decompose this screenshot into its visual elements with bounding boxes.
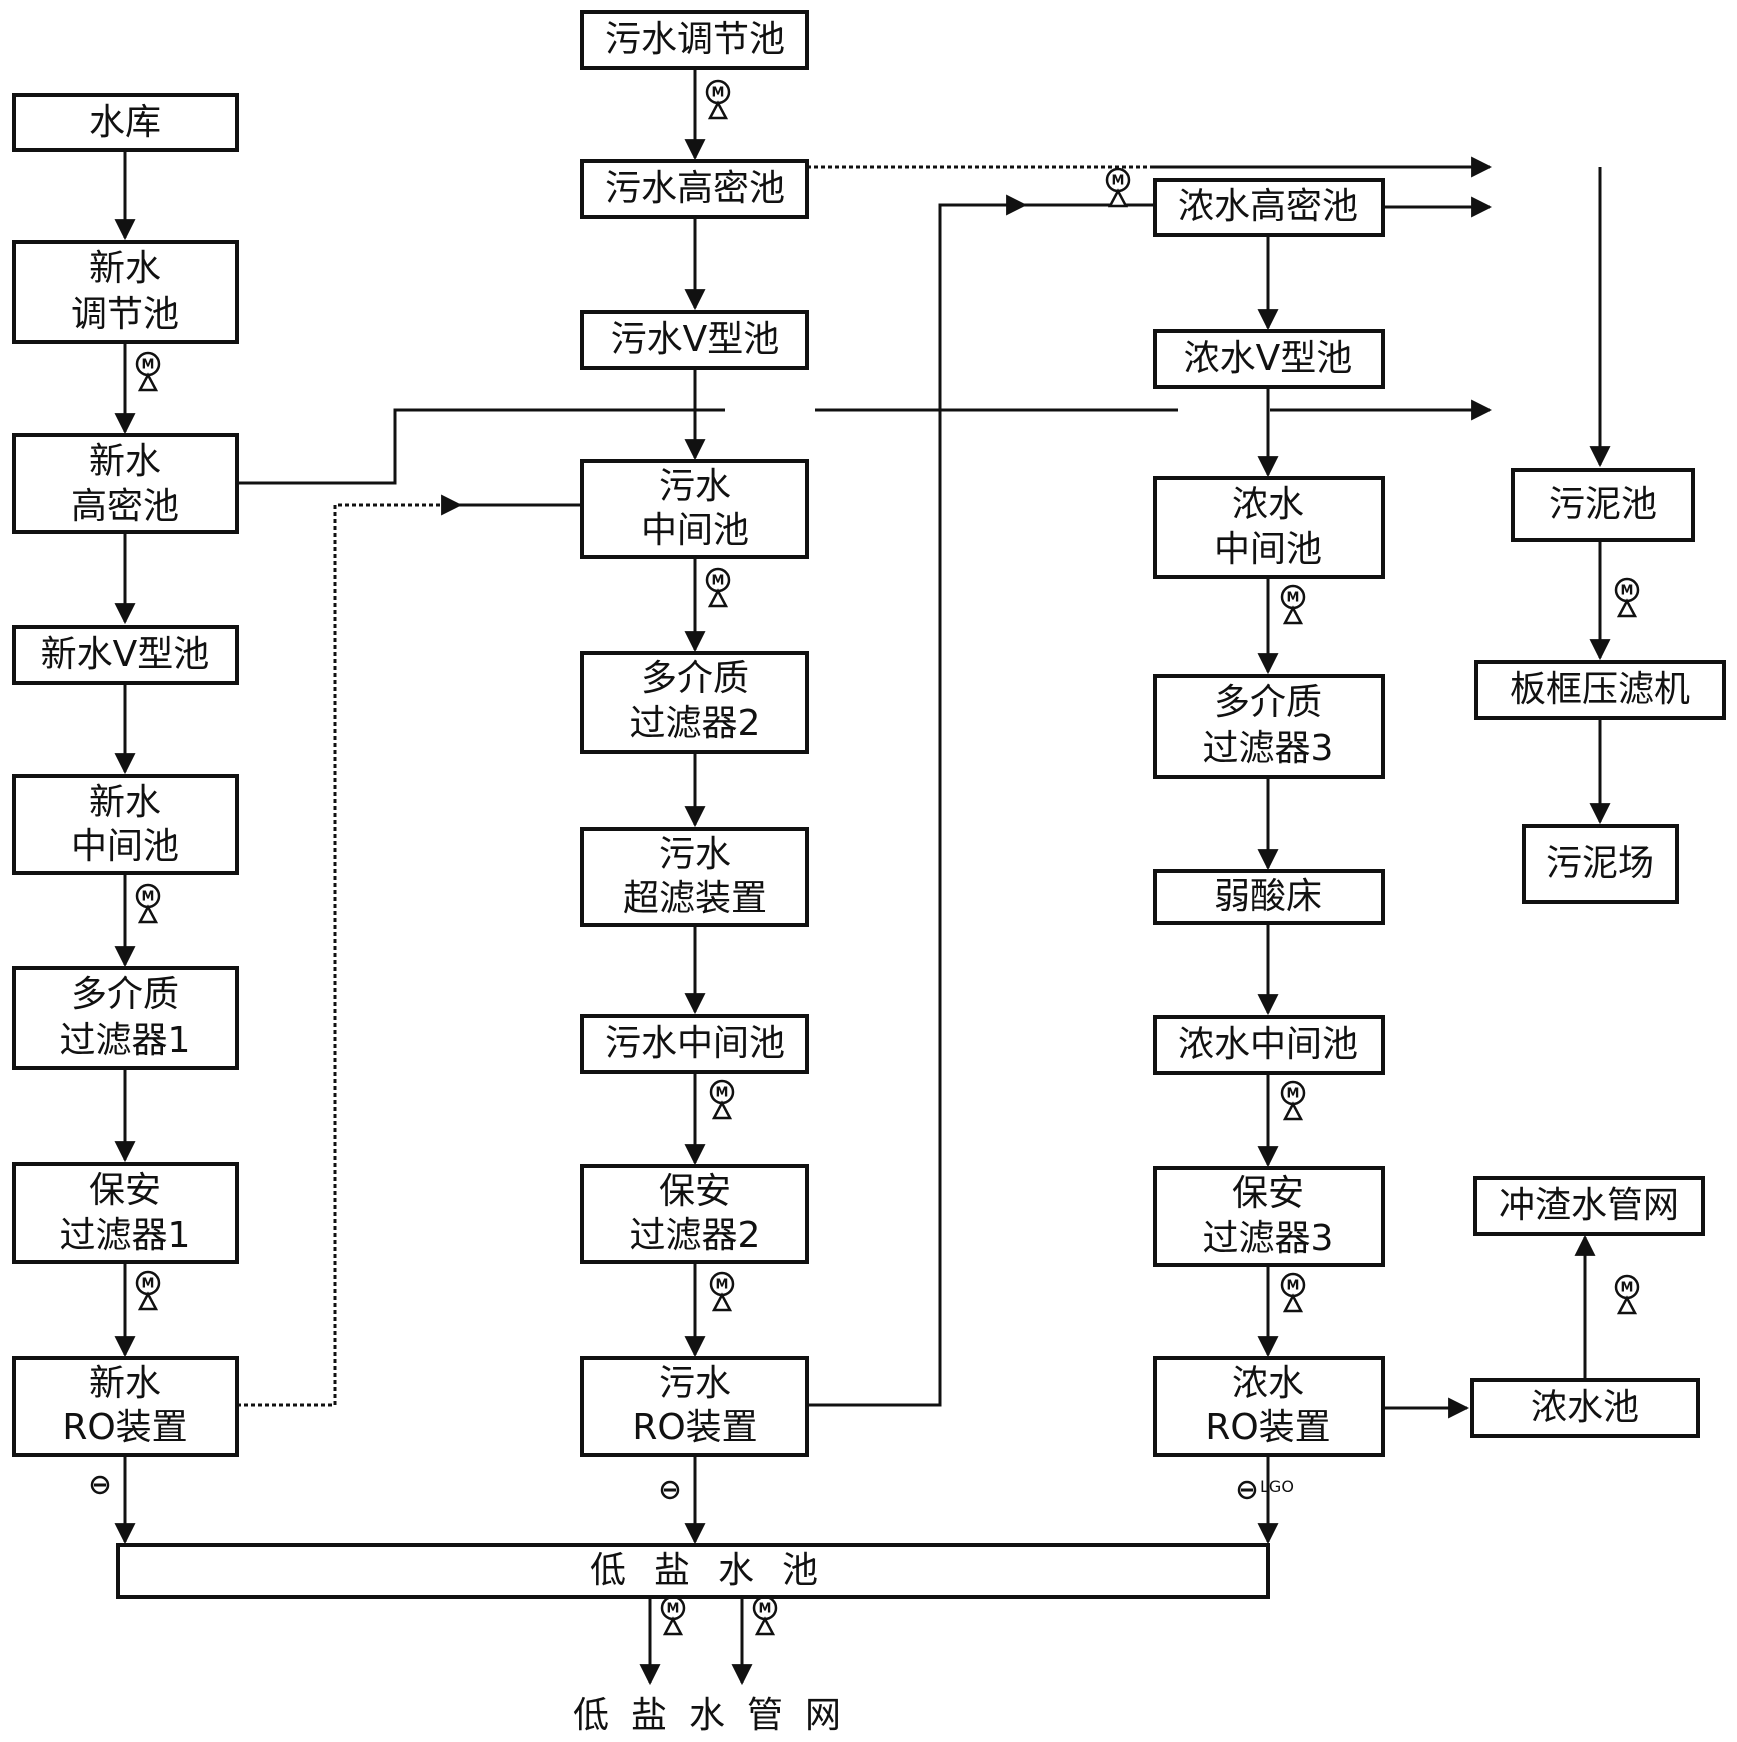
node-reservoir: 水库 <box>89 102 161 143</box>
pump-icon <box>135 883 161 924</box>
pump-icon <box>709 1079 735 1120</box>
node-conc-ro-line2: RO装置 <box>1205 1407 1330 1448</box>
node-sf3-line1: 保安 <box>1232 1173 1304 1214</box>
node-fresh-mid-line2: 中间池 <box>71 826 179 867</box>
node-sf1-line2: 过滤器1 <box>60 1215 191 1256</box>
node-sf1-line1: 保安 <box>89 1170 161 1211</box>
node-sewage-mid-line2: 中间池 <box>641 510 749 551</box>
node-fresh-hd-line2: 高密池 <box>71 486 179 527</box>
node-fresh-regulating-line2: 调节池 <box>71 294 179 335</box>
meter-tag: LGO <box>1260 1477 1294 1496</box>
pump-icon <box>1614 1274 1640 1315</box>
node-fresh-mid-line1: 新水 <box>89 782 161 823</box>
node-filter-press: 板框压滤机 <box>1510 669 1690 710</box>
pump-icon <box>1280 584 1306 625</box>
pump-icon <box>660 1595 686 1636</box>
node-mmf2-line2: 过滤器2 <box>630 703 761 744</box>
node-fresh-regulating-line1: 新水 <box>89 248 161 289</box>
node-mmf3-line1: 多介质 <box>1214 682 1322 723</box>
pump-icon <box>705 79 731 120</box>
pump-icon <box>752 1595 778 1636</box>
pump-icon <box>1105 167 1131 208</box>
node-sf2-line2: 过滤器2 <box>630 1215 761 1256</box>
node-sf3-line2: 过滤器3 <box>1203 1218 1334 1259</box>
node-slag-network: 冲渣水管网 <box>1499 1185 1679 1226</box>
node-sewage-hd: 污水高密池 <box>605 168 785 209</box>
node-uf-line2: 超滤装置 <box>623 878 767 919</box>
node-conc-ro-line1: 浓水 <box>1232 1363 1304 1404</box>
pipe-fresh-ro-concentrate <box>237 494 463 1407</box>
pump-icon <box>1280 1272 1306 1313</box>
node-weak-acid: 弱酸床 <box>1214 876 1322 917</box>
node-mmf2-line1: 多介质 <box>641 658 749 699</box>
pump-icon <box>135 1270 161 1311</box>
node-fresh-v: 新水V型池 <box>41 634 210 675</box>
node-sewage-mid-line1: 污水 <box>659 466 731 507</box>
pump-icon <box>1614 577 1640 618</box>
pump-icon <box>709 1271 735 1312</box>
node-conc-mid-b: 浓水中间池 <box>1178 1024 1358 1065</box>
pipe-fresh-hd-sludge <box>237 408 725 485</box>
node-conc-mid-line1: 浓水 <box>1232 484 1304 525</box>
node-conc-pool: 浓水池 <box>1531 1387 1639 1428</box>
node-uf-line1: 污水 <box>659 834 731 875</box>
node-sewage-v: 污水V型池 <box>611 319 780 360</box>
node-mmf3-line2: 过滤器3 <box>1203 728 1334 769</box>
node-conc-v: 浓水V型池 <box>1184 338 1353 379</box>
node-mmf1-line2: 过滤器1 <box>60 1020 191 1061</box>
node-sludge-yard: 污泥场 <box>1546 843 1654 884</box>
node-fresh-hd-line1: 新水 <box>89 441 161 482</box>
pump-icon <box>705 567 731 608</box>
node-conc-mid-line2: 中间池 <box>1214 529 1322 570</box>
pipe-sewage-ro-concentrate <box>807 194 1028 1407</box>
node-conc-hd: 浓水高密池 <box>1178 186 1358 227</box>
node-mmf1-line1: 多介质 <box>71 974 179 1015</box>
node-sewage-mid-b: 污水中间池 <box>605 1023 785 1064</box>
node-sludge-pool: 污泥池 <box>1549 484 1657 525</box>
node-fresh-ro-line1: 新水 <box>89 1363 161 1404</box>
node-sewage-regulating: 污水调节池 <box>605 19 785 60</box>
pumps <box>135 79 1640 1636</box>
pump-icon <box>1280 1080 1306 1121</box>
node-sewage-ro-line1: 污水 <box>659 1363 731 1404</box>
node-sf2-line1: 保安 <box>659 1171 731 1212</box>
pipes <box>114 68 1611 1686</box>
node-low-salt-pool: 低盐水池 <box>590 1550 846 1591</box>
node-sewage-ro-line2: RO装置 <box>632 1407 757 1448</box>
node-low-salt-network: 低盐水管网 <box>573 1695 863 1736</box>
node-fresh-ro-line2: RO装置 <box>62 1407 187 1448</box>
pump-icon <box>135 351 161 392</box>
nodes: 水库 新水 调节池 新水 高密池 新水V型池 新水 中间池 多介质 过滤器1 保… <box>12 10 1726 1736</box>
flow-meters: LGO <box>90 1475 1294 1500</box>
